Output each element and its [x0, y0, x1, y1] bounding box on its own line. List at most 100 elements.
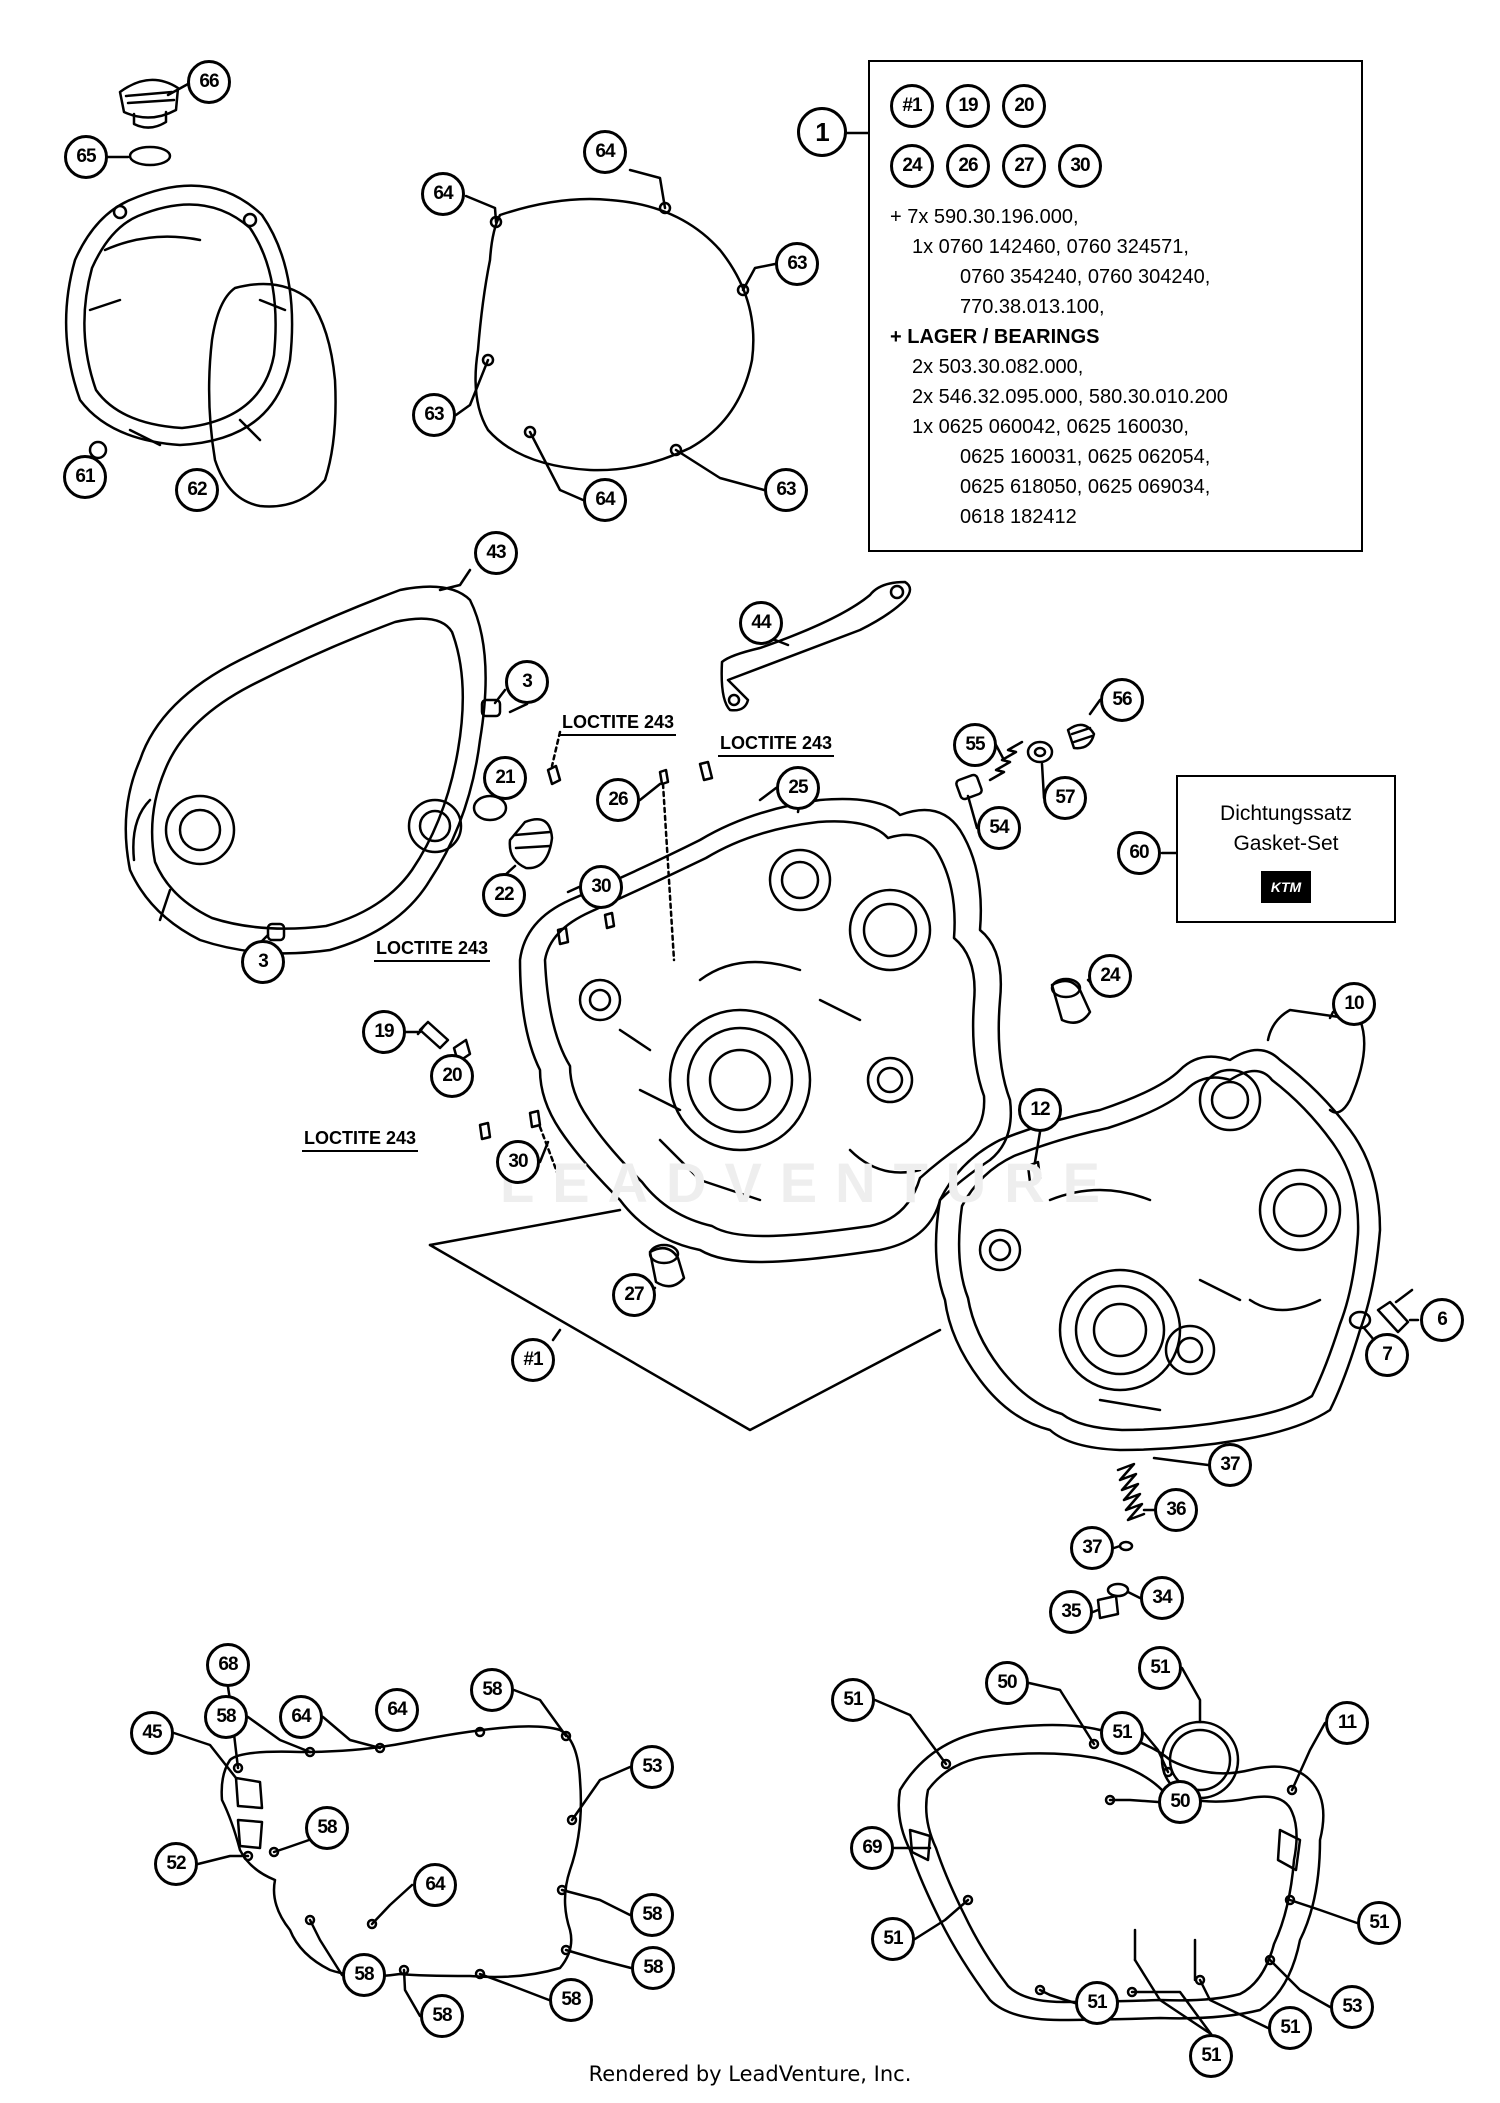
- callout-24[interactable]: 24: [1088, 954, 1132, 998]
- callout-56[interactable]: 56: [1100, 678, 1144, 722]
- callout-34[interactable]: 34: [1140, 1576, 1184, 1620]
- kit-callout-19[interactable]: 19: [946, 84, 990, 128]
- callout-58[interactable]: 58: [549, 1978, 593, 2022]
- case-set-bracket: [428, 1208, 942, 1432]
- callout-63[interactable]: 63: [764, 468, 808, 512]
- shift-plug-parts: [1348, 1288, 1420, 1342]
- callout-51[interactable]: 51: [831, 1678, 875, 1722]
- kit-callout-set-1[interactable]: #1: [890, 84, 934, 128]
- kit-contents-line: 770.38.013.100,: [960, 296, 1105, 318]
- callout-26[interactable]: 26: [596, 778, 640, 822]
- callout-58[interactable]: 58: [305, 1806, 349, 1850]
- oil-plug-part: [106, 78, 190, 167]
- kit-contents-line: 1x 0760 142460, 0760 324571,: [912, 236, 1189, 258]
- callout-43[interactable]: 43: [474, 531, 518, 575]
- callout-51[interactable]: 51: [1075, 1981, 1119, 2025]
- callout-65[interactable]: 65: [64, 135, 108, 179]
- callout-37[interactable]: 37: [1208, 1443, 1252, 1487]
- callout-50[interactable]: 50: [985, 1661, 1029, 1705]
- loctite-label: LOCTITE 243: [560, 712, 677, 736]
- callout-11[interactable]: 11: [1325, 1701, 1369, 1745]
- callout-30[interactable]: 30: [496, 1140, 540, 1184]
- callout-64[interactable]: 64: [583, 478, 627, 522]
- loctite-bolts: [478, 730, 714, 1182]
- callout-21[interactable]: 21: [483, 756, 527, 800]
- callout-51[interactable]: 51: [1268, 2006, 1312, 2050]
- callout-60[interactable]: 60: [1117, 831, 1161, 875]
- callout-64[interactable]: 64: [583, 130, 627, 174]
- loctite-label: LOCTITE 243: [718, 733, 835, 757]
- kit-callouts-row-2: 24 26 27 30: [890, 144, 1102, 188]
- callout-51[interactable]: 51: [1138, 1646, 1182, 1690]
- callout-53[interactable]: 53: [630, 1745, 674, 1789]
- callout-58[interactable]: 58: [204, 1695, 248, 1739]
- callout-3[interactable]: 3: [241, 940, 285, 984]
- callout-58[interactable]: 58: [630, 1893, 674, 1937]
- callout-51[interactable]: 51: [1100, 1711, 1144, 1755]
- callout-51[interactable]: 51: [1357, 1901, 1401, 1945]
- callout-set-1[interactable]: #1: [511, 1338, 555, 1382]
- callout-61[interactable]: 61: [63, 455, 107, 499]
- bracket-part: [720, 580, 912, 712]
- callout-66[interactable]: 66: [187, 60, 231, 104]
- callout-54[interactable]: 54: [977, 806, 1021, 850]
- callout-63[interactable]: 63: [775, 242, 819, 286]
- callout-25[interactable]: 25: [776, 766, 820, 810]
- callout-58[interactable]: 58: [420, 1994, 464, 2038]
- clutch-side-gasket-part: [172, 1685, 633, 2018]
- kit-callout-30[interactable]: 30: [1058, 144, 1102, 188]
- callout-58[interactable]: 58: [342, 1953, 386, 1997]
- callout-27[interactable]: 27: [612, 1273, 656, 1317]
- watermark: LEADVENTURE: [500, 1151, 1119, 1214]
- callout-58[interactable]: 58: [631, 1946, 675, 1990]
- callout-22[interactable]: 22: [482, 873, 526, 917]
- callout-50[interactable]: 50: [1158, 1780, 1202, 1824]
- callout-45[interactable]: 45: [130, 1711, 174, 1755]
- callout-30[interactable]: 30: [579, 865, 623, 909]
- callout-58[interactable]: 58: [470, 1668, 514, 1712]
- callout-12[interactable]: 12: [1018, 1088, 1062, 1132]
- footer-credit: Rendered by LeadVenture, Inc.: [588, 2062, 912, 2086]
- leader-lines: [508, 698, 1178, 1164]
- kit-contents-line: + LAGER / BEARINGS: [890, 326, 1100, 348]
- callout-51[interactable]: 51: [1189, 2034, 1233, 2078]
- callout-69[interactable]: 69: [850, 1826, 894, 1870]
- callout-36[interactable]: 36: [1154, 1488, 1198, 1532]
- callout-63[interactable]: 63: [412, 393, 456, 437]
- callout-44[interactable]: 44: [739, 601, 783, 645]
- kit-contents-box: #1 19 20 24 26 27 30 + 7x 590.30.196.000,1x 0…: [868, 60, 1363, 552]
- callout-52[interactable]: 52: [154, 1842, 198, 1886]
- callout-53[interactable]: 53: [1330, 1985, 1374, 2029]
- kit-callout-20[interactable]: 20: [1002, 84, 1046, 128]
- kit-contents-line: 0618 182412: [960, 506, 1077, 528]
- callout-55[interactable]: 55: [953, 723, 997, 767]
- gasket-set-box: Dichtungssatz Gasket-Set KTM: [1176, 775, 1396, 923]
- callout-3[interactable]: 3: [505, 660, 549, 704]
- callout-64[interactable]: 64: [279, 1695, 323, 1739]
- callout-10[interactable]: 10: [1332, 982, 1376, 1026]
- gasket-set-line1: Dichtungssatz: [1220, 802, 1352, 825]
- callout-64[interactable]: 64: [413, 1863, 457, 1907]
- callout-20[interactable]: 20: [430, 1054, 474, 1098]
- callout-37[interactable]: 37: [1070, 1526, 1114, 1570]
- kit-callout-24[interactable]: 24: [890, 144, 934, 188]
- callout-7[interactable]: 7: [1365, 1333, 1409, 1377]
- callout-35[interactable]: 35: [1049, 1590, 1093, 1634]
- callout-6[interactable]: 6: [1420, 1298, 1464, 1342]
- callout-62[interactable]: 62: [175, 468, 219, 512]
- callout-19[interactable]: 19: [362, 1010, 406, 1054]
- callout-64[interactable]: 64: [421, 172, 465, 216]
- kit-contents-line: 1x 0625 060042, 0625 160030,: [912, 416, 1189, 438]
- callout-57[interactable]: 57: [1043, 776, 1087, 820]
- kit-contents-line: 2x 546.32.095.000, 580.30.010.200: [912, 386, 1228, 408]
- kit-callout-27[interactable]: 27: [1002, 144, 1046, 188]
- callout-68[interactable]: 68: [206, 1643, 250, 1687]
- callout-51[interactable]: 51: [871, 1917, 915, 1961]
- kit-contents-lines: + 7x 590.30.196.000,1x 0760 142460, 0760…: [890, 202, 1228, 532]
- clutch-cover-part: [64, 184, 294, 464]
- callout-1[interactable]: 1: [797, 107, 847, 157]
- callout-64[interactable]: 64: [375, 1688, 419, 1732]
- kit-callout-26[interactable]: 26: [946, 144, 990, 188]
- gasket-set-line2: Gasket-Set: [1233, 832, 1339, 855]
- loctite-label: LOCTITE 243: [302, 1128, 419, 1152]
